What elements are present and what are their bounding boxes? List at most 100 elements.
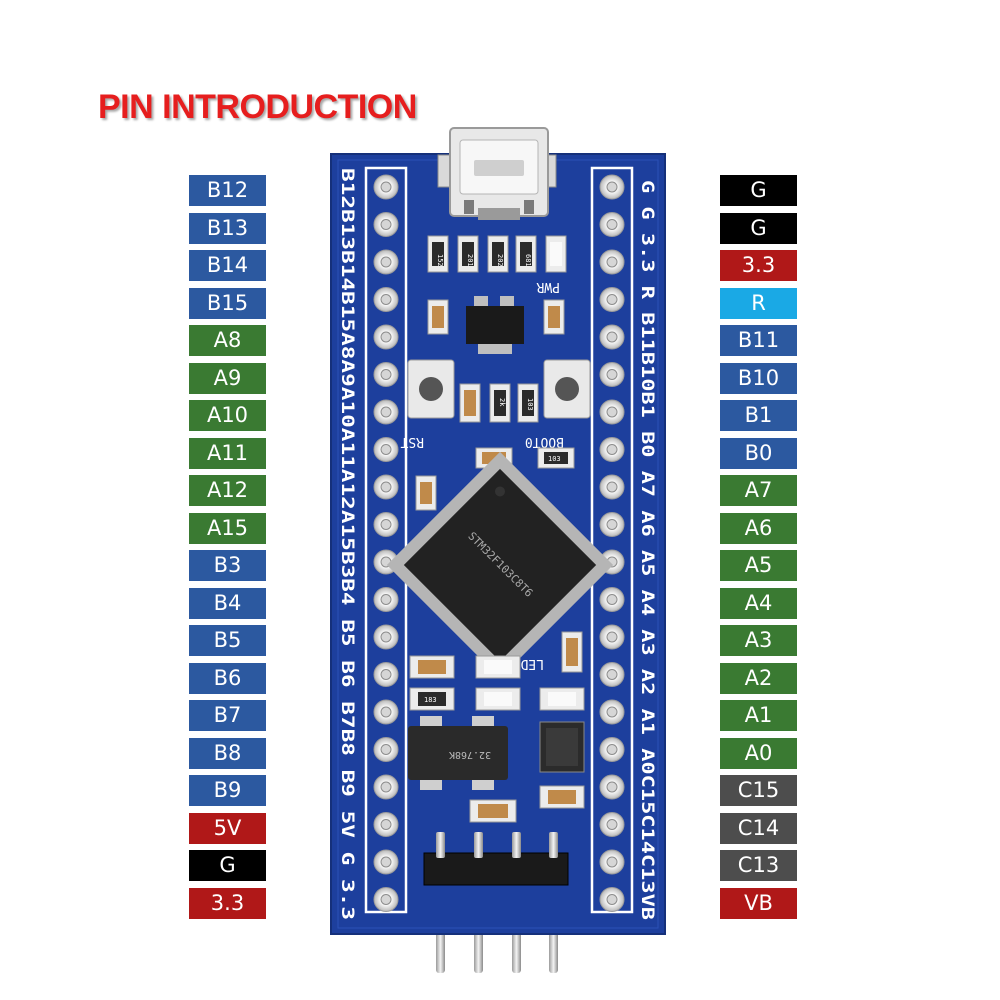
stm32-mcu-chip: STM32F103C8T6 bbox=[386, 451, 614, 679]
svg-text:32.768K: 32.768K bbox=[449, 749, 491, 760]
left-pin-label-b13: B13 bbox=[189, 213, 266, 244]
swd-header bbox=[423, 832, 569, 886]
left-silkscreen: B12B13B14B15A8A9A10A11A12A15B3B4 B5 B6 B… bbox=[337, 168, 357, 920]
right-pin-label-c13: C13 bbox=[720, 850, 797, 881]
rtc-crystal: 32.768K bbox=[408, 716, 508, 790]
svg-text:202: 202 bbox=[496, 254, 504, 267]
pin-hole bbox=[380, 669, 392, 680]
pin-hole bbox=[606, 669, 618, 680]
left-pin-label-a10: A10 bbox=[189, 400, 266, 431]
pin-hole bbox=[380, 369, 392, 380]
svg-text:152: 152 bbox=[436, 254, 444, 267]
right-pin-label-a3: A3 bbox=[720, 625, 797, 656]
rst-label: RST bbox=[400, 434, 424, 449]
led-label: LED bbox=[520, 656, 544, 671]
pin-hole bbox=[380, 744, 392, 755]
led bbox=[409, 631, 583, 679]
pin-hole bbox=[380, 481, 392, 493]
left-pin-pads bbox=[373, 174, 399, 912]
pin-hole bbox=[380, 519, 392, 530]
pin-hole bbox=[380, 181, 392, 193]
left-pin-label-a8: A8 bbox=[189, 325, 266, 356]
pin-hole bbox=[606, 819, 618, 830]
pin-hole bbox=[606, 256, 618, 268]
pin-hole bbox=[380, 294, 392, 305]
left-pin-label-b8: B8 bbox=[189, 738, 266, 769]
right-pin-label-a2: A2 bbox=[720, 663, 797, 694]
left-pin-label-b6: B6 bbox=[189, 663, 266, 694]
right-pin-label-b0: B0 bbox=[720, 438, 797, 469]
left-pin-label-b12: B12 bbox=[189, 175, 266, 206]
pin-hole bbox=[606, 481, 618, 493]
pin-hole bbox=[606, 519, 618, 530]
right-pin-label-33: 3.3 bbox=[720, 250, 797, 281]
right-silkscreen: G G 3.3 R B11B10B1 B0 A7 A6 A5 A4 A3 A2 … bbox=[637, 180, 657, 920]
pin-hole bbox=[606, 406, 618, 418]
right-pin-pads bbox=[599, 174, 625, 912]
pin-hole bbox=[380, 856, 392, 868]
main-crystal bbox=[539, 721, 585, 773]
left-pin-label-33: 3.3 bbox=[189, 888, 266, 919]
svg-text:103: 103 bbox=[548, 455, 561, 463]
pin-hole bbox=[380, 444, 392, 455]
svg-text:201: 201 bbox=[466, 254, 474, 267]
left-pin-label-b7: B7 bbox=[189, 700, 266, 731]
pin-hole bbox=[380, 706, 392, 718]
right-pin-label-a6: A6 bbox=[720, 513, 797, 544]
pin-hole bbox=[606, 856, 618, 868]
boot0-button bbox=[543, 359, 591, 419]
svg-text:681: 681 bbox=[524, 254, 532, 267]
right-pin-label-r: R bbox=[720, 288, 797, 319]
left-pin-label-5v: 5V bbox=[189, 813, 266, 844]
left-pin-label-b15: B15 bbox=[189, 288, 266, 319]
right-pin-label-a4: A4 bbox=[720, 588, 797, 619]
top-resistors: 152 201 202 681 bbox=[427, 235, 567, 273]
voltage-regulator bbox=[427, 296, 565, 354]
right-pin-label-b11: B11 bbox=[720, 325, 797, 356]
right-pin-label-b10: B10 bbox=[720, 363, 797, 394]
left-pin-label-b9: B9 bbox=[189, 775, 266, 806]
lower-resistors: 183 bbox=[409, 687, 585, 711]
pin-hole bbox=[380, 781, 392, 793]
pin-hole bbox=[606, 894, 618, 905]
left-pin-label-b3: B3 bbox=[189, 550, 266, 581]
boot0-label: BOOT0 bbox=[525, 434, 564, 449]
pin-hole bbox=[380, 406, 392, 418]
right-pin-label-vb: VB bbox=[720, 888, 797, 919]
pin-hole bbox=[606, 594, 618, 605]
bottom-capacitors bbox=[469, 785, 585, 823]
left-pin-label-a11: A11 bbox=[189, 438, 266, 469]
pin-hole bbox=[380, 894, 392, 905]
reset-button bbox=[407, 359, 455, 419]
right-pin-label-a1: A1 bbox=[720, 700, 797, 731]
pin-hole bbox=[380, 819, 392, 830]
right-pin-label-g: G bbox=[720, 175, 797, 206]
pin-hole bbox=[380, 631, 392, 643]
right-pin-label-g: G bbox=[720, 213, 797, 244]
pin-hole bbox=[380, 331, 392, 343]
pwr-label: PWR bbox=[536, 279, 560, 294]
svg-text:2k: 2k bbox=[498, 398, 506, 407]
pin-hole bbox=[606, 631, 618, 643]
right-pin-label-c14: C14 bbox=[720, 813, 797, 844]
right-pin-label-c15: C15 bbox=[720, 775, 797, 806]
left-pin-label-a12: A12 bbox=[189, 475, 266, 506]
pin-hole bbox=[606, 781, 618, 793]
pin-hole bbox=[380, 256, 392, 268]
left-pin-label-b14: B14 bbox=[189, 250, 266, 281]
page-title: PIN INTRODUCTION bbox=[98, 88, 417, 126]
pin-hole bbox=[606, 706, 618, 718]
left-pin-label-a9: A9 bbox=[189, 363, 266, 394]
svg-text:103: 103 bbox=[526, 398, 534, 411]
right-pin-label-a0: A0 bbox=[720, 738, 797, 769]
pin-hole bbox=[606, 444, 618, 455]
pin-hole bbox=[606, 181, 618, 193]
pin-hole bbox=[606, 294, 618, 305]
pin-hole bbox=[606, 219, 618, 230]
left-pin-label-a15: A15 bbox=[189, 513, 266, 544]
svg-text:183: 183 bbox=[424, 696, 437, 704]
micro-usb-connector bbox=[437, 127, 557, 220]
pin-hole bbox=[606, 369, 618, 380]
right-pin-label-a7: A7 bbox=[720, 475, 797, 506]
